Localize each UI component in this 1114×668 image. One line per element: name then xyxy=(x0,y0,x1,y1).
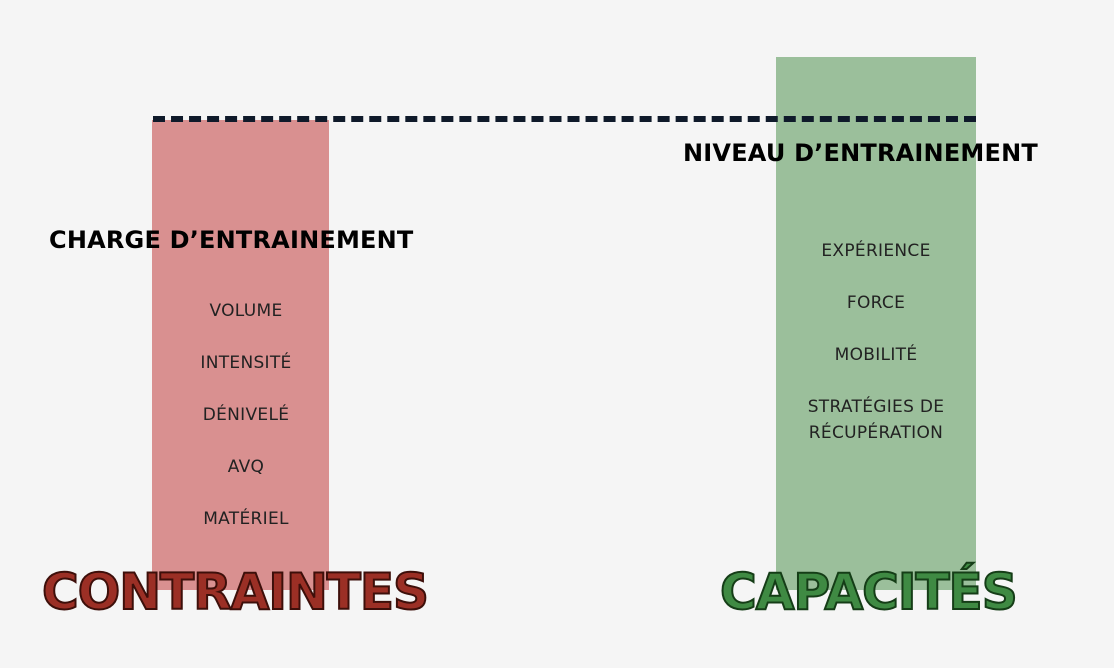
list-item: INTENSITÉ xyxy=(200,353,292,373)
list-item: MATÉRIEL xyxy=(203,509,289,529)
training-level-heading: NIVEAU D’ENTRAINEMENT xyxy=(683,139,1038,167)
list-item: MOBILITÉ xyxy=(834,345,918,365)
capacities-list: EXPÉRIENCE FORCE MOBILITÉ STRATÉGIES DE … xyxy=(776,238,976,472)
list-item: FORCE xyxy=(846,293,906,313)
constraints-list: VOLUME INTENSITÉ DÉNIVELÉ AVQ MATÉRIEL xyxy=(152,298,340,558)
list-item: DÉNIVELÉ xyxy=(202,405,290,425)
list-item: STRATÉGIES DE RÉCUPÉRATION xyxy=(807,397,945,443)
capacities-bar xyxy=(776,57,976,590)
list-item: EXPÉRIENCE xyxy=(821,241,931,261)
training-load-heading: CHARGE D’ENTRAINEMENT xyxy=(49,226,414,254)
list-item: AVQ xyxy=(227,457,265,477)
capacities-label: CAPACITÉS xyxy=(719,562,1019,622)
training-level-reference-line xyxy=(153,116,976,122)
constraints-label: CONTRAINTES xyxy=(41,562,430,622)
list-item: VOLUME xyxy=(209,301,283,321)
constraints-bar xyxy=(152,120,329,590)
